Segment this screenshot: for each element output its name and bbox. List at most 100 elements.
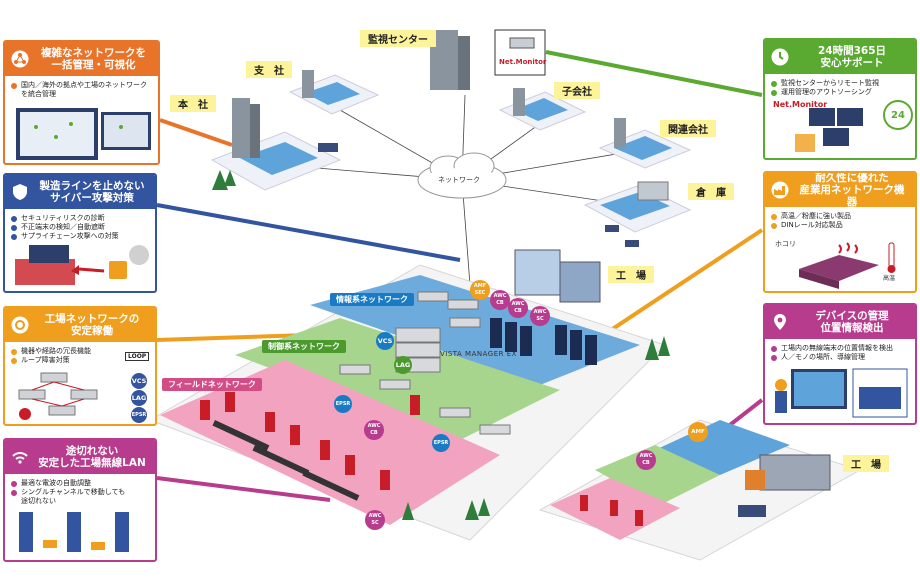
heat-label: 高温 <box>883 275 896 282</box>
cloud-label: ネットワーク <box>438 176 480 184</box>
bullet-text: 不正端末の検知／自動遮断 <box>21 223 105 231</box>
panel-header: 製造ラインを止めない サイバー攻撃対策 <box>5 175 155 209</box>
second-factory-platform <box>538 419 862 561</box>
location-illustration <box>775 368 908 418</box>
loop-guard-logo: LOOP <box>125 352 150 361</box>
panel-header: デバイスの管理 位置情報検出 <box>765 305 915 339</box>
panel-title: 途切れない 安定した工場無線LAN <box>38 445 146 469</box>
dashboard-illustration <box>16 108 151 160</box>
site-branch <box>288 70 380 115</box>
badge-awc-sc-field: AWC SC <box>365 510 385 530</box>
badge-vcs-main: VCS <box>376 332 394 350</box>
bullet-text: 運用管理のアウトソーシング <box>781 88 872 96</box>
bullet-item: 工場内の無線端末の位置情報を検出 <box>771 344 909 353</box>
connector-manage <box>159 118 233 147</box>
label-monitor-center: 監視センター <box>360 30 436 47</box>
badge-amf-sec: AMF SEC <box>470 280 490 300</box>
label-affiliate: 関連会社 <box>660 120 716 137</box>
bullet-text: セキュリティリスクの診断 <box>21 214 105 222</box>
bullet-text: DINレール対応製品 <box>781 221 843 229</box>
connector-wireless <box>156 476 331 502</box>
panel-durable-devices: 耐久性に優れた 産業用ネットワーク機器 高温／粉塵に強い製品 DINレール対応製… <box>763 171 917 293</box>
clock-icon <box>771 48 789 66</box>
product-label: VISTA MANAGER EX <box>440 350 517 358</box>
panel-header: 耐久性に優れた 産業用ネットワーク機器 <box>765 172 915 208</box>
bullet-item: 最適な電波の自動調整 <box>11 479 149 488</box>
badge-awc-cb-2: AWC CB <box>508 298 528 318</box>
location-pin-icon <box>774 314 786 330</box>
bullet-item: 機器や経路の冗長機能 <box>11 347 149 356</box>
panel-header: 工場ネットワークの 安定稼働 <box>5 308 155 342</box>
bullet-text: シングルチャンネルで移動しても途切れない <box>21 488 126 505</box>
bullet-text: 機器や経路の冗長機能 <box>21 347 91 355</box>
bullet-item: シングルチャンネルで移動しても途切れない <box>11 488 149 506</box>
panel-title: 製造ラインを止めない サイバー攻撃対策 <box>39 180 145 204</box>
panel-header: 複雑なネットワークを 一括管理・可視化 <box>5 42 158 76</box>
badge-epsr-field: EPSR <box>432 434 450 452</box>
net-monitor-logo: Net.Monitor <box>773 100 828 109</box>
bullet-item: 監視センターからリモート監視 <box>771 79 909 88</box>
panel-title: 工場ネットワークの 安定稼働 <box>44 313 140 337</box>
badge-amf-2: AMF <box>688 422 708 442</box>
panel-stable-operation: 工場ネットワークの 安定稼働 機器や経路の冗長機能 ループ障害対策 LOOP V… <box>3 306 157 426</box>
panel-title: 複雑なネットワークを 一括管理・可視化 <box>41 47 146 71</box>
bullet-text: 高温／粉塵に強い製品 <box>781 212 851 220</box>
label-factory: 工 場 <box>608 266 654 283</box>
label-subsidiary: 子会社 <box>554 82 600 99</box>
badge-epsr-main: EPSR <box>334 395 352 413</box>
connector-security <box>156 203 461 262</box>
bullet-item: ループ障害対策 <box>11 356 149 365</box>
label-hq: 本 社 <box>170 95 216 112</box>
site-affiliate <box>598 118 692 169</box>
badge-24: 24 <box>883 100 913 130</box>
monitoring-illustration <box>795 108 863 152</box>
bullet-text: ループ障害対策 <box>21 356 70 364</box>
label-warehouse: 倉 庫 <box>688 183 734 200</box>
badge-awc-sc: AWC SC <box>530 306 550 326</box>
site-warehouse <box>583 181 692 247</box>
label-control-network: 制御系ネットワーク <box>262 340 346 353</box>
monitor-center-logo: Net.Monitor <box>499 58 547 66</box>
label-branch: 支 社 <box>246 61 292 78</box>
bullet-item: 高温／粉塵に強い製品 <box>771 212 909 221</box>
network-icon <box>11 50 29 68</box>
bullet-item: セキュリティリスクの診断 <box>11 214 149 223</box>
panel-cyber-security: 製造ラインを止めない サイバー攻撃対策 セキュリティリスクの診断 不正端末の検知… <box>3 173 157 293</box>
bullet-text: 監視センターからリモート監視 <box>781 79 879 87</box>
panel-title: 耐久性に優れた 産業用ネットワーク機器 <box>799 172 905 208</box>
panel-wireless-lan: 途切れない 安定した工場無線LAN 最適な電波の自動調整 シングルチャンネルで移… <box>3 438 157 562</box>
bullet-item: 人／モノの場所、導線管理 <box>771 353 909 362</box>
industrial-switch-illustration <box>799 242 896 289</box>
factory-icon <box>771 181 789 199</box>
warehouse-illustration <box>19 512 129 552</box>
bullet-item: DINレール対応製品 <box>771 221 909 230</box>
badge-awc-cb-factory2: AWC CB <box>636 450 656 470</box>
security-illustration <box>15 245 149 285</box>
bullet-item: サプライチェーン攻撃への対策 <box>11 232 149 241</box>
badge-lag: LAG <box>131 390 147 406</box>
label-factory-2: 工 場 <box>843 455 889 472</box>
cloud-icon <box>417 152 507 199</box>
badge-vcs: VCS <box>131 373 147 389</box>
site-subsidiary <box>498 88 587 131</box>
bullet-text: 工場内の無線端末の位置情報を検出 <box>781 344 893 352</box>
panel-title: デバイスの管理 位置情報検出 <box>815 310 889 334</box>
bullet-item: 不正端末の検知／自動遮断 <box>11 223 149 232</box>
bullet-text: 最適な電波の自動調整 <box>21 479 91 487</box>
panel-unified-management: 複雑なネットワークを 一括管理・可視化 国内／海外の拠点や工場のネットワークを統… <box>3 40 160 165</box>
panel-24h-support: 24時間365日 安心サポート 監視センターからリモート監視 運用管理のアウトソ… <box>763 38 917 160</box>
panel-header: 途切れない 安定した工場無線LAN <box>5 440 155 474</box>
badge-awc-cb-field: AWC CB <box>364 420 384 440</box>
bullet-item: 運用管理のアウトソーシング <box>771 88 909 97</box>
redundancy-illustration <box>18 372 98 420</box>
panel-header: 24時間365日 安心サポート <box>765 40 915 74</box>
bullet-item: 国内／海外の拠点や工場のネットワークを統合管理 <box>11 81 152 99</box>
panel-device-location: デバイスの管理 位置情報検出 工場内の無線端末の位置情報を検出 人／モノの場所、… <box>763 303 917 425</box>
gear-icon <box>11 316 29 334</box>
wifi-icon <box>12 452 28 464</box>
bullet-text: 人／モノの場所、導線管理 <box>781 353 865 361</box>
panel-title: 24時間365日 安心サポート <box>817 45 887 69</box>
bullet-text: サプライチェーン攻撃への対策 <box>21 232 119 240</box>
